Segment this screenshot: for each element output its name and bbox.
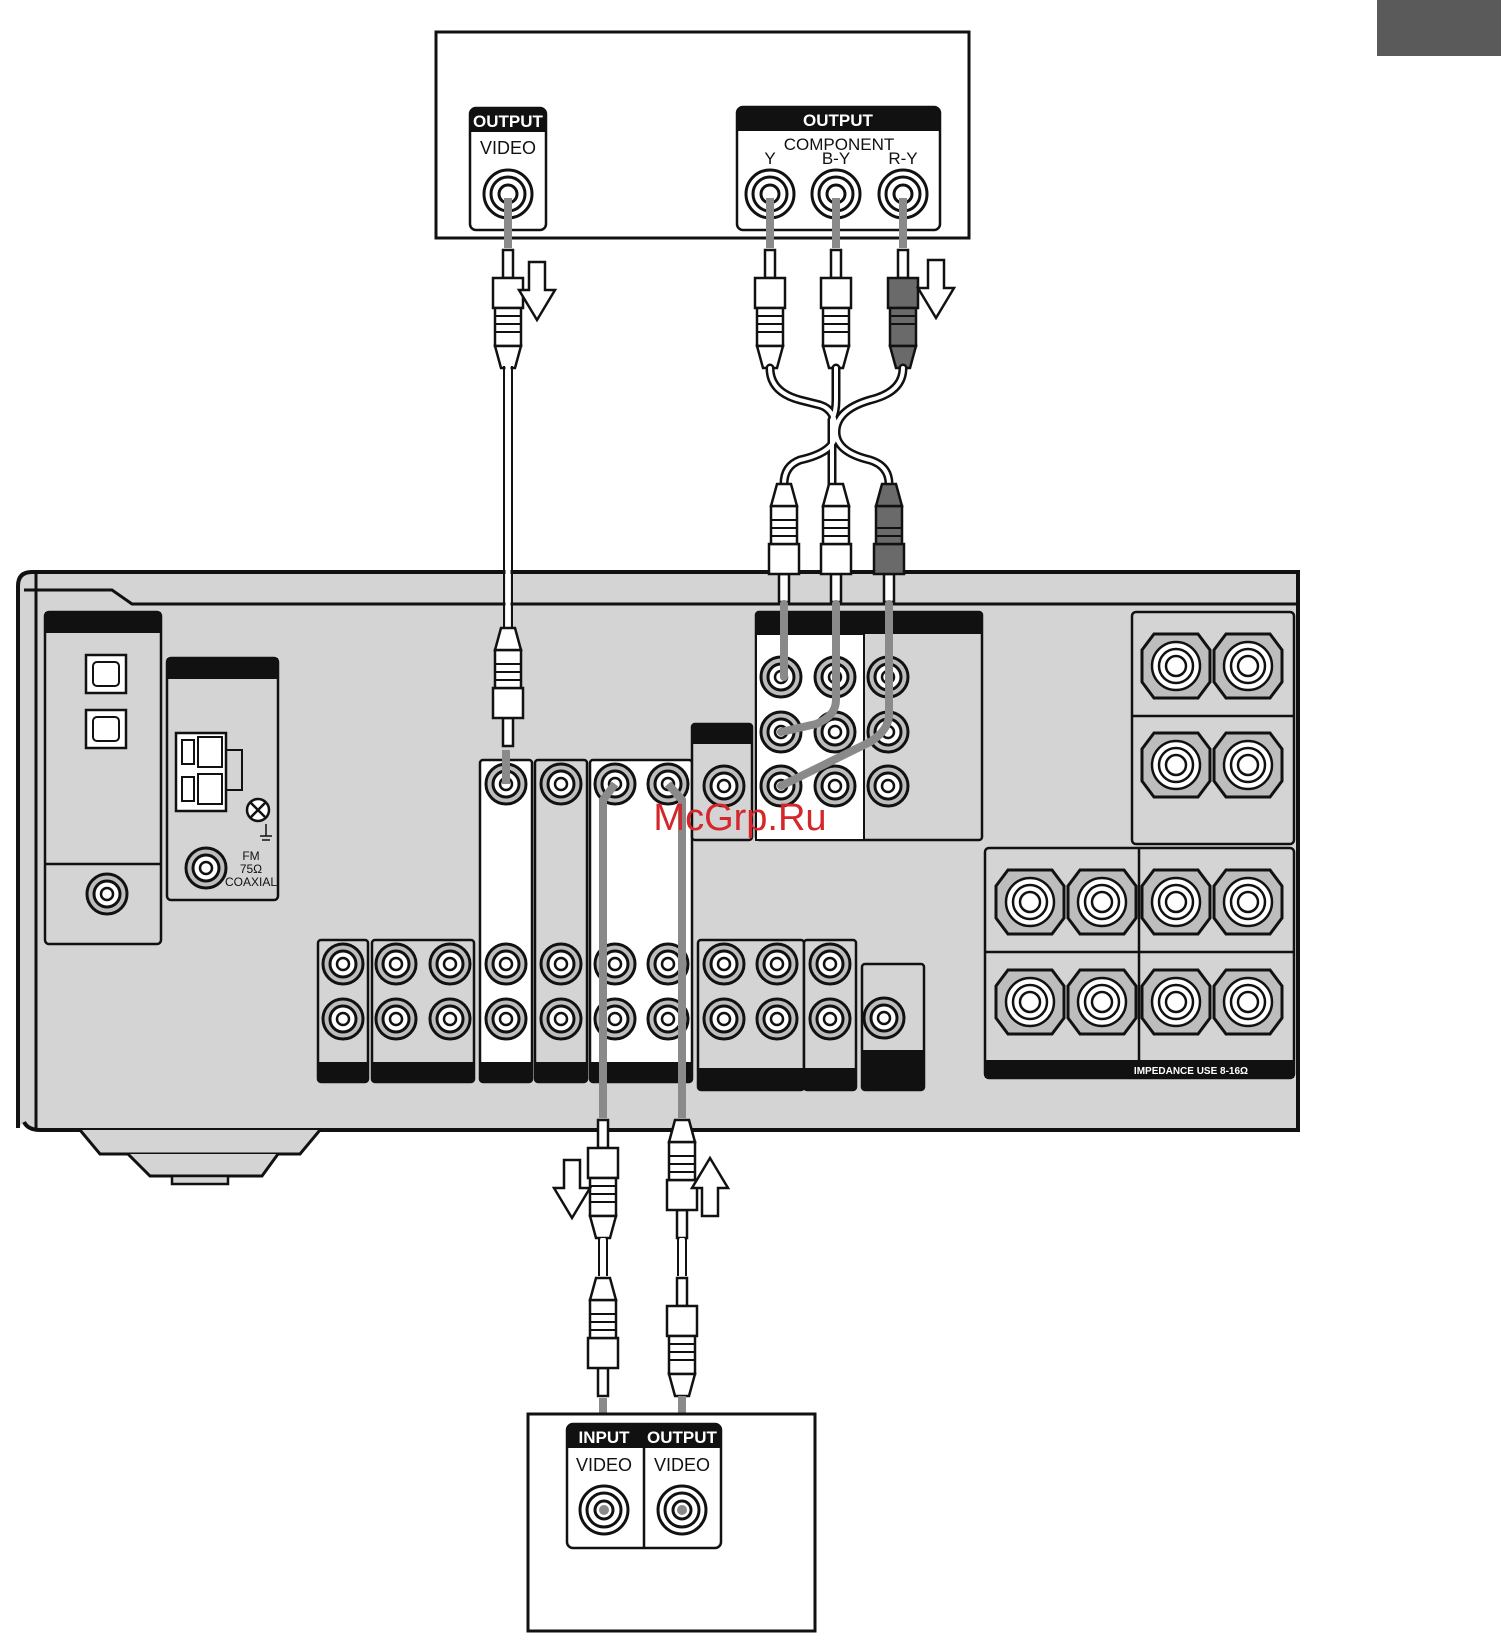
watermark: McGrp.Ru [653, 797, 826, 839]
fm-label: FM [242, 849, 259, 863]
subwoofer-jack[interactable] [864, 998, 904, 1038]
signal-arrow-down [519, 262, 555, 320]
receiver-rear-panel: FM 75Ω COAXIAL [18, 572, 1298, 1184]
vcr-out-arrow [554, 1160, 590, 1218]
component-signal-arrow [918, 260, 954, 318]
impedance-label: IMPEDANCE USE 8-16Ω [1134, 1066, 1248, 1077]
channel-y-label: Y [764, 149, 775, 168]
top-device: OUTPUT VIDEO OUTPUT COMPONENT Y B-Y R-Y [436, 32, 969, 238]
component-output-header: OUTPUT [803, 111, 874, 130]
fm-coaxial-label: COAXIAL [225, 875, 277, 889]
bottom-device: INPUT OUTPUT VIDEO VIDEO [528, 1414, 815, 1631]
digital-input-block [45, 612, 161, 944]
coaxial-digital-jack[interactable] [87, 874, 127, 914]
antenna-block: FM 75Ω COAXIAL [167, 658, 278, 900]
bottom-input-header: INPUT [579, 1428, 631, 1447]
video-output-header: OUTPUT [473, 112, 544, 131]
bottom-input-video-label: VIDEO [576, 1455, 632, 1475]
fm-antenna-jack[interactable] [186, 848, 226, 888]
bottom-output-header: OUTPUT [647, 1428, 718, 1447]
channel-by-label: B-Y [822, 149, 850, 168]
fm-impedance-label: 75Ω [240, 862, 262, 876]
corner-tab [1377, 0, 1501, 56]
bottom-output-video-label: VIDEO [654, 1455, 710, 1475]
channel-ry-label: R-Y [888, 149, 917, 168]
video-label: VIDEO [480, 138, 536, 158]
